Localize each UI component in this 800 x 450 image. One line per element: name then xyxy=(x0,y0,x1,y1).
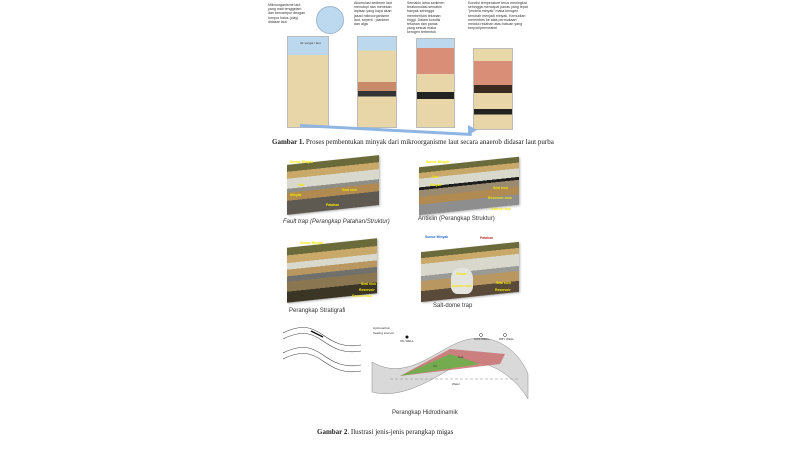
arrow-head-icon xyxy=(468,125,477,135)
caption-label: Gambar 1. xyxy=(272,138,305,146)
stratigraphic-caption: Perangkap Stratigrafi xyxy=(289,308,346,314)
strata-column-4 xyxy=(473,48,513,130)
figure-1-caption: Gambar 1. Proses pembentukan minyak dari… xyxy=(272,138,554,146)
label: Reservoir xyxy=(359,288,375,292)
label: Source rock xyxy=(352,294,372,298)
caption-label: Gambar 2 xyxy=(317,428,348,436)
gas-well-label: GAS WELL xyxy=(474,337,490,341)
label: Sumur Minyak xyxy=(426,160,450,164)
oil-well-icon xyxy=(405,335,409,339)
label: Gas xyxy=(432,175,439,179)
step-2-text: Akumulasi sedimen laut menutupi dan mene… xyxy=(354,1,392,27)
step-1: Mikroorganisme laut yang mati tenggelam … xyxy=(268,3,306,24)
step-1-tag: Air sungai / laut xyxy=(300,41,321,45)
label: Gas xyxy=(458,355,464,359)
label: Sumur Minyak xyxy=(300,241,324,245)
step-4-text: Kondisi temperature terus meningkat sehi… xyxy=(468,1,528,31)
label: Source rock xyxy=(491,207,511,211)
legend-hydrocarbon: Hydrocarbon xyxy=(373,326,391,330)
label: Seal rock xyxy=(496,281,512,285)
label: Garam xyxy=(456,272,467,276)
dry-well-label: DRY WELL xyxy=(499,337,515,341)
label: Reservoir xyxy=(495,288,511,292)
label: Seal rock xyxy=(493,186,509,190)
salt-dome-caption: Salt-dome trap xyxy=(433,303,473,309)
label: Oil xyxy=(433,364,437,368)
step-2: Akumulasi sedimen laut menutupi dan mene… xyxy=(354,1,392,26)
label: Seal rock xyxy=(361,282,377,286)
label: Source rock xyxy=(452,284,472,288)
gas-well-icon xyxy=(479,333,483,337)
label: Seal rock xyxy=(342,188,358,192)
label: Reservoir rock xyxy=(488,196,512,200)
label: Sumur Minyak xyxy=(290,160,314,164)
dry-well-icon xyxy=(503,333,507,337)
label: Minyak xyxy=(290,193,302,197)
label: Patahan xyxy=(326,203,340,207)
oil-well-label: OIL WELL xyxy=(400,339,414,343)
strata-column-2 xyxy=(357,36,397,128)
label: Patahan xyxy=(480,236,494,240)
hydrodynamic-small-diagram xyxy=(283,327,362,373)
step-3: Semakin lama sedimen terakumulasi semaki… xyxy=(407,1,445,35)
caption-text: Proses pembentukan minyak dari mikroorga… xyxy=(304,138,554,146)
legend-sealing: Sealing interval xyxy=(373,331,394,335)
label: Gas xyxy=(298,183,305,187)
anticline-caption: Antiklin (Perangkap Struktur) xyxy=(418,216,495,222)
step-1-text: Mikroorganisme laut yang mati tenggelam … xyxy=(268,3,306,24)
label: Sumur Minyak xyxy=(425,235,449,239)
fault-trap-caption: Fault trap (Perangkap Patahan/Struktur) xyxy=(283,219,390,225)
strata-column-3 xyxy=(416,38,455,128)
strata-column-1 xyxy=(287,36,329,128)
caption-text: . Ilustrasi jenis-jenis perangkap migas xyxy=(347,428,454,436)
figure-2-caption: Gambar 2. Ilustrasi jenis-jenis perangka… xyxy=(317,428,453,436)
salt-dome-shape xyxy=(451,268,473,294)
microorganism-bubble-icon xyxy=(316,6,344,34)
step-4: Kondisi temperature terus meningkat sehi… xyxy=(468,1,528,30)
label: Water xyxy=(452,382,460,386)
hydrodynamic-main-diagram xyxy=(371,333,529,400)
hydrodynamic-caption: Perangkap Hidrodinamik xyxy=(392,410,458,416)
step-3-text: Semakin lama sedimen terakumulasi semaki… xyxy=(407,1,445,35)
label: Minyak xyxy=(430,183,442,187)
